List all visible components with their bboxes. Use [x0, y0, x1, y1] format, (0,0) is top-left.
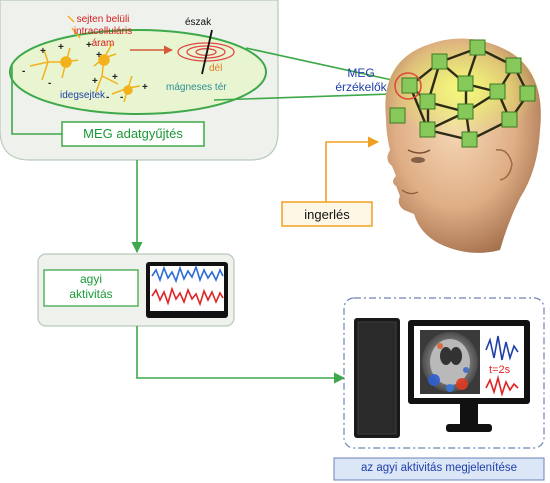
charge-signs: ++- -++ +++ -- — [22, 40, 148, 103]
neuron-field-ellipse — [9, 29, 267, 115]
connector-line-top — [245, 47, 393, 81]
neurons-label: idegsejtek — [60, 90, 106, 101]
field-label: mágneses tér — [166, 82, 227, 93]
activity-box — [43, 269, 139, 307]
stimulus-box — [281, 201, 373, 227]
field-axis-line — [201, 29, 213, 75]
activity-line-2: aktivitás — [69, 287, 113, 301]
sensor-highlight-circle — [394, 72, 422, 100]
time-label: t=2s — [489, 364, 511, 376]
caption-label: az agyi aktivitás megjelenítése — [361, 462, 517, 474]
neuron-icon — [29, 15, 141, 103]
svg-text:-: - — [22, 66, 25, 77]
display-blue-wave — [485, 335, 519, 361]
meg-sensors-line-2: érzékelők — [335, 80, 387, 94]
activity-to-display-arrow — [136, 326, 346, 384]
connector-line-bottom — [213, 93, 393, 101]
current-label-line-3: áram — [91, 38, 115, 49]
activity-line-1: agyi — [79, 272, 102, 286]
svg-text:-: - — [120, 92, 123, 103]
meg-box-label: MEG adatgyűjtés — [83, 126, 183, 141]
svg-text:-: - — [48, 78, 51, 89]
stimulus-label: ingerlés — [304, 207, 350, 222]
svg-text:+: + — [142, 82, 148, 93]
north-label: észak — [185, 17, 212, 28]
current-label-line-2: intracelluláris — [73, 26, 133, 37]
south-label: dél — [209, 63, 223, 74]
bracket-line — [11, 66, 62, 135]
blue-wave — [151, 264, 224, 284]
display-frame — [343, 297, 545, 449]
pc-tower-icon — [354, 318, 400, 438]
svg-text:+: + — [96, 50, 102, 61]
caption-box — [333, 457, 545, 481]
brain-scan-image — [420, 330, 480, 394]
red-wave — [151, 286, 224, 307]
current-label-line-1: sejten belüli — [76, 14, 130, 25]
svg-text:+: + — [112, 72, 118, 83]
stimulus-arrow — [325, 136, 380, 202]
svg-text:+: + — [58, 42, 64, 53]
meg-sensors-label: MEG érzékelők — [326, 66, 396, 94]
activity-label: agyi aktivitás — [44, 272, 138, 302]
svg-text:+: + — [40, 46, 46, 57]
svg-text:+: + — [86, 40, 92, 51]
meg-box — [61, 121, 205, 147]
meg-sensors — [389, 39, 536, 148]
meg-sensors-line-1: MEG — [347, 66, 375, 80]
svg-text:-: - — [106, 92, 109, 103]
current-label: sejten belüli intracelluláris áram — [62, 14, 144, 50]
display-red-wave — [485, 374, 519, 397]
svg-text:+: + — [92, 76, 98, 87]
